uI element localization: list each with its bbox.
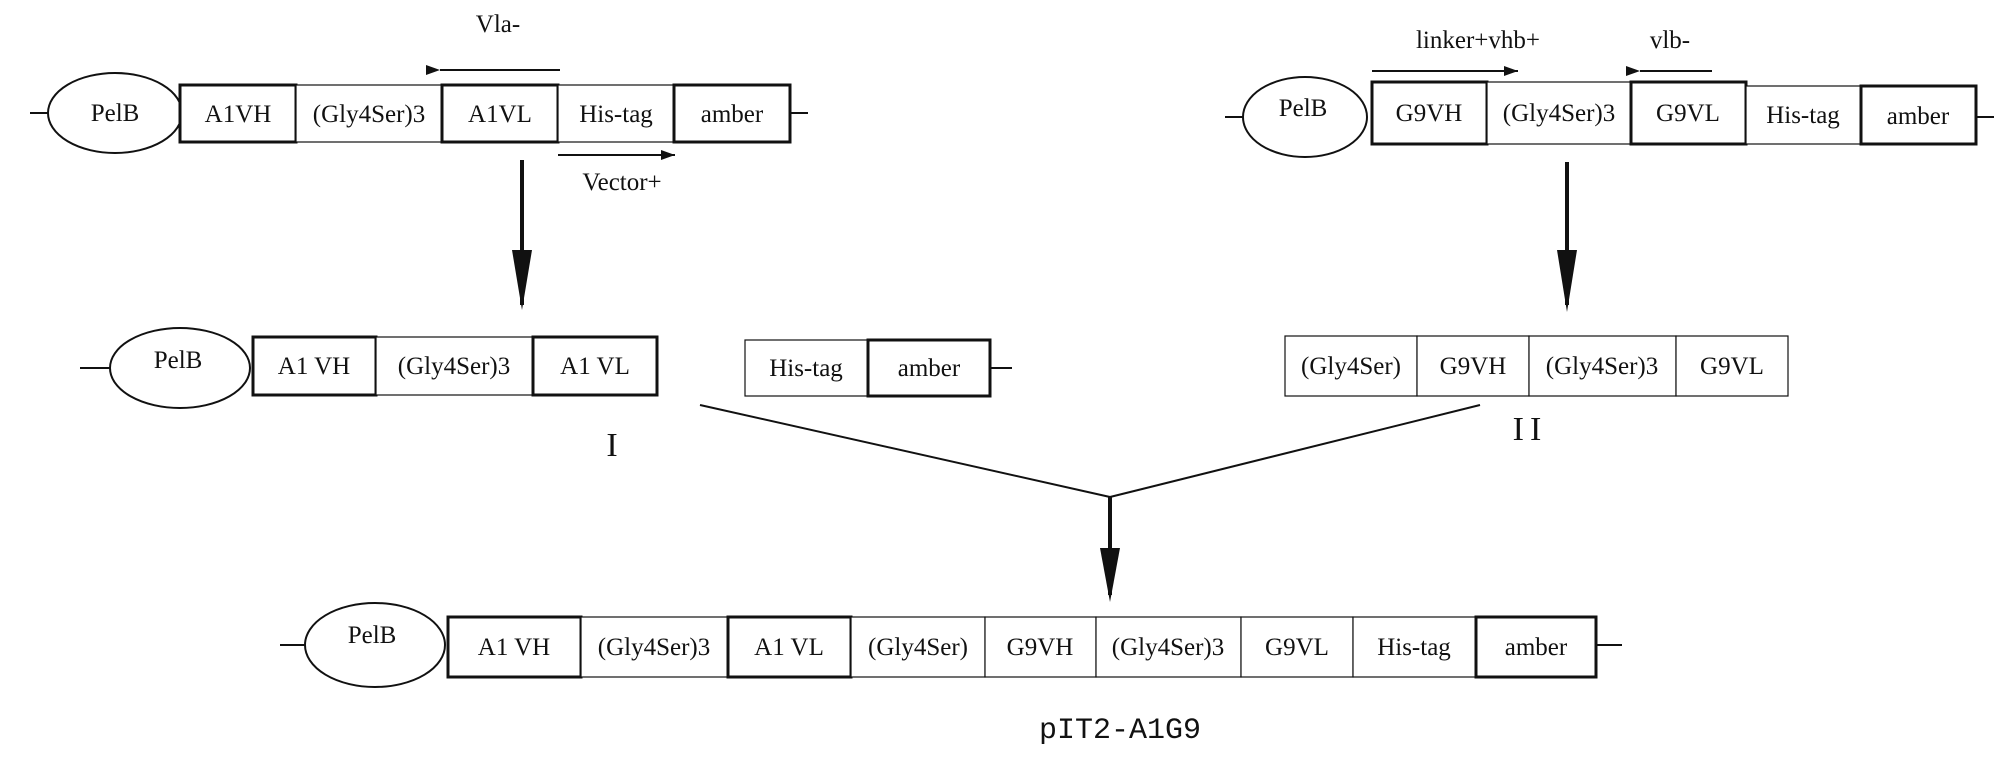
pelb-promoter-ellipse [304, 602, 446, 688]
primer-vector-plus-label: Vector+ [582, 169, 661, 196]
segment-amber-label: amber [701, 101, 764, 128]
segment-linker [375, 336, 534, 396]
final-construct-label: pIT2-A1G9 [1039, 714, 1201, 748]
segment-amber-label: amber [898, 355, 961, 382]
segment-g9vl-label: G9VL [1265, 634, 1329, 661]
segment-g9vl-label: G9VL [1700, 353, 1764, 380]
primer-vlb-minus-label: vlb- [1650, 27, 1690, 54]
pelb-label: PelB [348, 622, 397, 649]
segment-linker [295, 84, 443, 143]
segment-g9vh-label: G9VH [1396, 100, 1463, 127]
primer-linker-vhb-plus-label: linker+vhb+ [1416, 27, 1540, 54]
segment-linker-short [850, 616, 986, 678]
segment-a1vh-label: A1 VH [478, 634, 550, 661]
pelb-label: PelB [91, 100, 140, 127]
assembly-arrow-head [1100, 548, 1120, 602]
segment-a1vh [178, 83, 298, 144]
segment-a1vh [446, 615, 583, 679]
segment-a1vl [726, 615, 853, 679]
segment-linker [1486, 81, 1632, 145]
segment-a1vh [251, 335, 378, 397]
primer-vla-minus-label: Vla- [476, 11, 520, 38]
pelb-promoter-ellipse [109, 327, 251, 409]
segment-g9vl [1240, 616, 1354, 678]
segment-amber [1859, 84, 1978, 146]
segment-linker-short-label: (Gly4Ser) [1301, 353, 1401, 380]
segment-linker-label: (Gly4Ser)3 [1112, 634, 1224, 661]
join-line-right [1109, 404, 1481, 498]
segment-his-tag [557, 84, 675, 143]
segment-a1vl [531, 335, 659, 397]
segment-his-tag-label: His-tag [769, 355, 843, 382]
segment-linker-label: (Gly4Ser)3 [313, 101, 425, 128]
segment-linker [1528, 335, 1677, 397]
segment-his-tag-label: His-tag [579, 101, 653, 128]
segment-his-tag-label: His-tag [1377, 634, 1451, 661]
join-line-left [699, 404, 1111, 498]
segment-his-tag-label: His-tag [1766, 102, 1840, 129]
segment-linker-short-label: (Gly4Ser) [868, 634, 968, 661]
construct-g9: PelB G9VH (Gly4Ser)3 G9VL His-tag amber [1225, 76, 1994, 158]
segment-a1vh-label: A1VH [205, 101, 272, 128]
segment-g9vh [1370, 80, 1489, 146]
fragment-2-label: II [1513, 411, 1548, 448]
fragment-1-label: I [606, 427, 617, 464]
segment-a1vh-label: A1 VH [278, 353, 350, 380]
fragment-2: (Gly4Ser) G9VH (Gly4Ser)3 G9VL II [1284, 335, 1789, 448]
segment-linker-label: (Gly4Ser)3 [398, 353, 510, 380]
segment-a1vl [440, 83, 560, 144]
pelb-label: PelB [1279, 95, 1328, 122]
segment-g9vh [984, 616, 1097, 678]
segment-a1vl-label: A1VL [468, 101, 532, 128]
segment-linker-short [1284, 335, 1418, 397]
segment-his-tag [1745, 85, 1862, 145]
segment-linker [580, 616, 729, 678]
segment-a1vl-label: A1 VL [560, 353, 630, 380]
segment-linker-label: (Gly4Ser)3 [1546, 353, 1658, 380]
segment-g9vh [1416, 335, 1530, 397]
segment-linker-label: (Gly4Ser)3 [1503, 100, 1615, 127]
pelb-promoter-ellipse [1242, 76, 1368, 158]
final-construct: PelB A1 VH (Gly4Ser)3 A1 VL (Gly4Ser) G9… [280, 602, 1622, 748]
segment-amber-label: amber [1505, 634, 1568, 661]
segment-amber-label: amber [1887, 103, 1950, 130]
pelb-label: PelB [154, 347, 203, 374]
construct-a1: PelB A1VH (Gly4Ser)3 A1VL His-tag amber [30, 72, 808, 154]
segment-linker-label: (Gly4Ser)3 [598, 634, 710, 661]
pcr-arrow-a1-head [512, 250, 532, 310]
fragment-1: PelB A1 VH (Gly4Ser)3 A1 VL His-tag ambe… [80, 327, 1012, 464]
segment-g9vh-label: G9VH [1007, 634, 1074, 661]
segment-g9vl-label: G9VL [1656, 100, 1720, 127]
segment-linker [1095, 616, 1242, 678]
segment-g9vh-label: G9VH [1440, 353, 1507, 380]
pcr-arrow-g9-head [1557, 250, 1577, 312]
segment-a1vl-label: A1 VL [754, 634, 824, 661]
segment-his-tag [1352, 616, 1477, 678]
segment-amber [1474, 615, 1598, 679]
segment-g9vl [1675, 335, 1789, 397]
